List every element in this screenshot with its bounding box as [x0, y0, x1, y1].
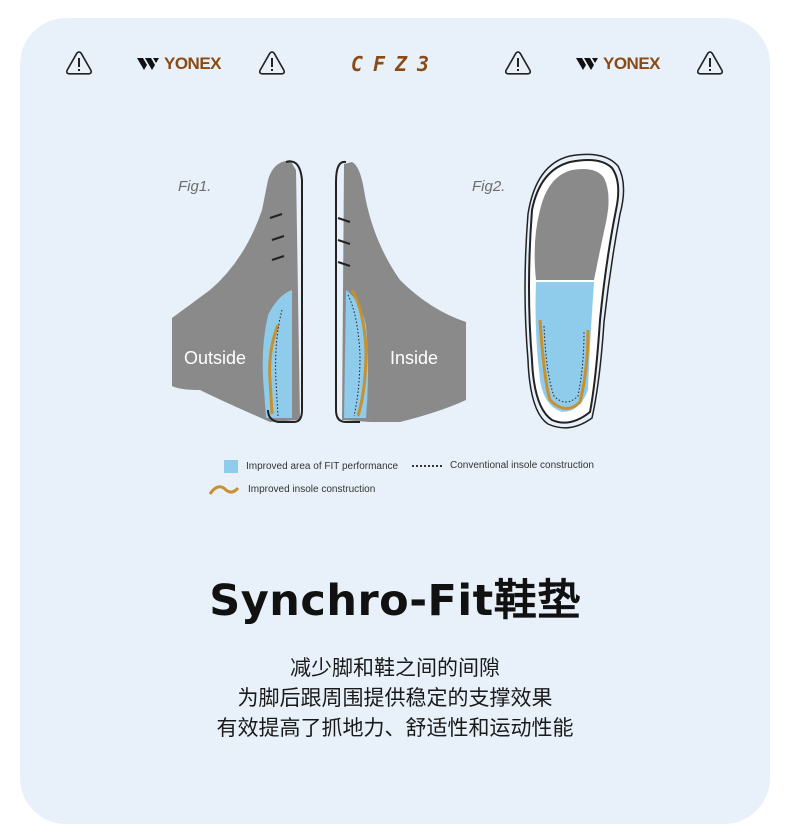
inside-foot-illustration — [335, 160, 466, 423]
legend-label: Conventional insole construction — [450, 460, 594, 471]
insole-figure: Fig1. Fig2. Outside Inside — [160, 150, 630, 440]
orange-curve-icon — [208, 485, 240, 495]
fig1-label: Fig1. — [178, 178, 212, 195]
yonex-mark-icon — [137, 58, 159, 70]
warning-triangle-icon — [504, 51, 532, 75]
legend-item-conventional: Conventional insole construction — [412, 460, 594, 471]
yonex-mark-icon — [576, 58, 598, 70]
fig2-label: Fig2. — [472, 178, 506, 195]
description-line: 为脚后跟周围提供稳定的支撑效果 — [237, 686, 553, 710]
brand-bar: YONEX CFZ3 YONEX — [0, 46, 790, 86]
outside-foot-illustration — [172, 160, 303, 423]
warning-triangle-icon — [258, 51, 286, 75]
warning-triangle-icon — [65, 51, 93, 75]
insole-diagram — [172, 153, 625, 429]
top-view-insole-illustration — [524, 153, 625, 429]
legend-label: Improved area of FIT performance — [246, 461, 399, 472]
figure-legend: Improved area of FIT performance Convent… — [208, 456, 608, 506]
legend-item-improved-area: Improved area of FIT performance — [224, 460, 398, 473]
yonex-logo-left: YONEX — [136, 54, 222, 74]
page-title: Synchro-Fit鞋垫 — [209, 576, 581, 626]
outside-label: Outside — [184, 348, 247, 368]
model-name: CFZ3 — [350, 52, 440, 76]
dotted-line-icon — [412, 464, 442, 467]
legend-item-improved-insole: Improved insole construction — [208, 482, 375, 496]
legend-label: Improved insole construction — [248, 483, 376, 495]
description-line: 有效提高了抓地力、舒适性和运动性能 — [216, 716, 574, 740]
yonex-logo-right: YONEX — [575, 54, 661, 74]
warning-triangle-icon — [696, 51, 724, 75]
brand-name: YONEX — [164, 54, 222, 73]
brand-name: YONEX — [603, 54, 661, 73]
blue-swatch-icon — [224, 460, 238, 473]
description-line: 减少脚和鞋之间的间隙 — [290, 656, 500, 680]
inside-label: Inside — [390, 348, 439, 368]
